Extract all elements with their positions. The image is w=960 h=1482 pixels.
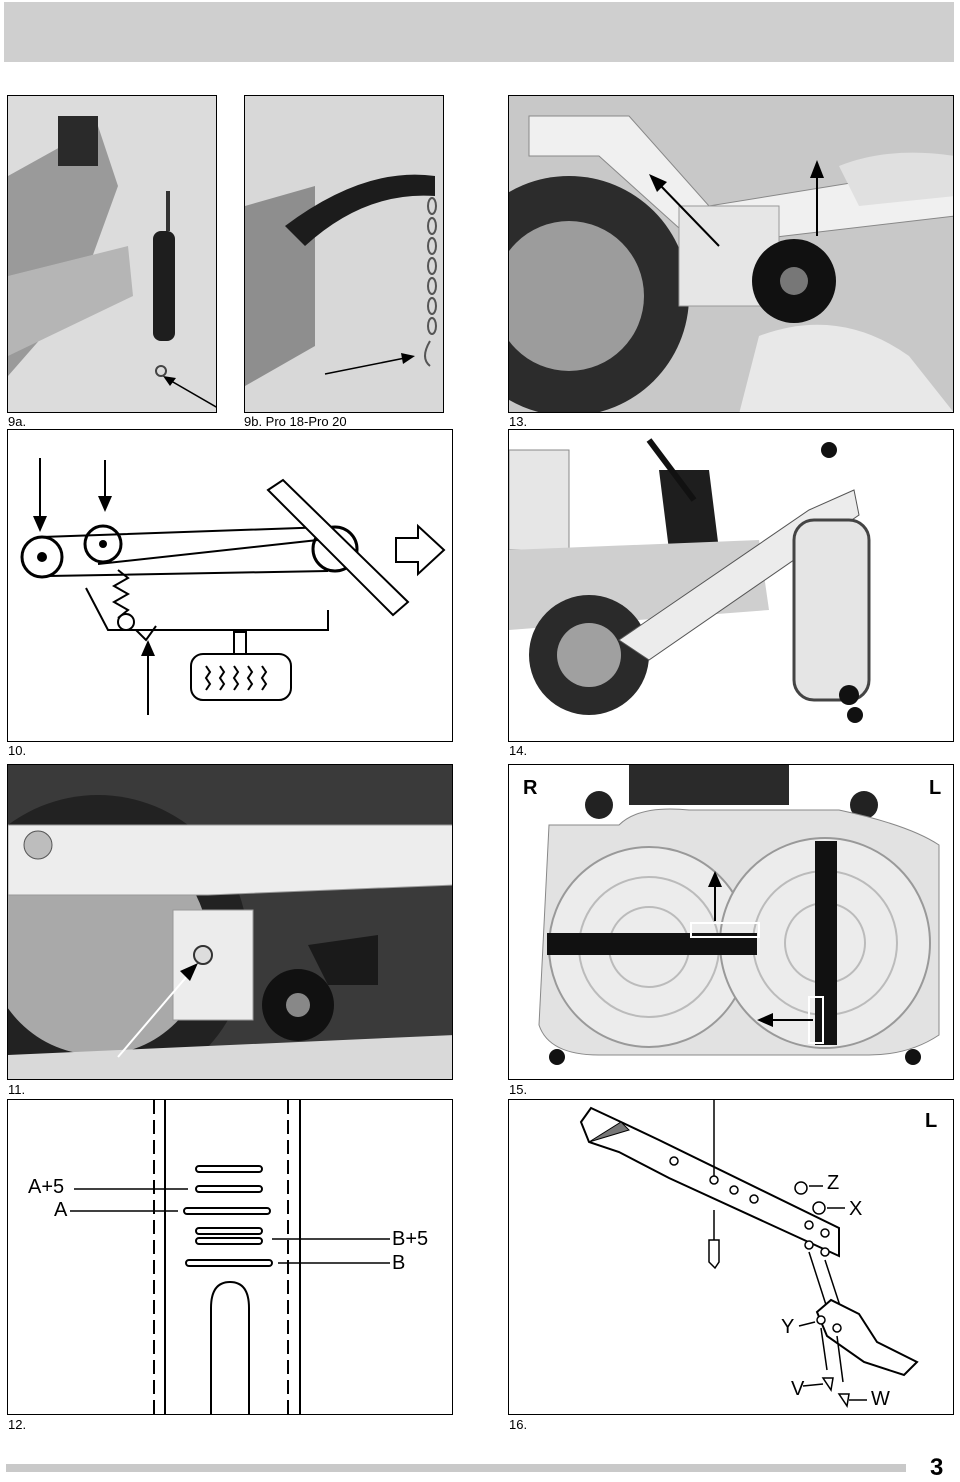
figure-16-caption: 16. [509, 1417, 528, 1432]
figure-16-diagram: L Z X Y V W [508, 1099, 954, 1415]
figure-11-caption: 11. [8, 1082, 26, 1097]
figure-9a-caption: 9a. [8, 414, 27, 429]
label-w: W [871, 1388, 890, 1410]
figure-12-caption: 12. [8, 1417, 27, 1432]
figure-11-photo [7, 764, 453, 1080]
label-b: B [392, 1252, 406, 1274]
figure-13-caption: 13. [509, 414, 528, 429]
figure-10-diagram [7, 429, 453, 742]
label-x: X [849, 1198, 863, 1220]
figure-14-photo [508, 429, 954, 742]
figure-15-label-l: L [929, 777, 942, 799]
figure-14-caption: 14. [509, 743, 528, 758]
figure-16-label-l: L [925, 1110, 938, 1132]
header-bar [4, 2, 954, 62]
page-number: 3 [930, 1454, 944, 1481]
figure-15-label-r: R [523, 777, 538, 799]
figure-9b-photo [244, 95, 444, 413]
label-v: V [791, 1378, 805, 1400]
figure-9b-caption: 9b. Pro 18-Pro 20 [244, 414, 347, 429]
label-a-plus-5: A+5 [28, 1176, 65, 1198]
figure-12-diagram: A+5 A B+5 B [7, 1099, 453, 1415]
label-a: A [54, 1199, 68, 1221]
footer-bar [6, 1464, 906, 1472]
figure-9a-photo [7, 95, 217, 413]
figure-13-photo [508, 95, 954, 413]
figure-10-caption: 10. [8, 743, 27, 758]
label-b-plus-5: B+5 [392, 1228, 429, 1250]
label-y: Y [781, 1316, 795, 1338]
figure-15-photo: R L [508, 764, 954, 1080]
label-z: Z [827, 1172, 840, 1194]
figure-15-caption: 15. [509, 1082, 528, 1097]
